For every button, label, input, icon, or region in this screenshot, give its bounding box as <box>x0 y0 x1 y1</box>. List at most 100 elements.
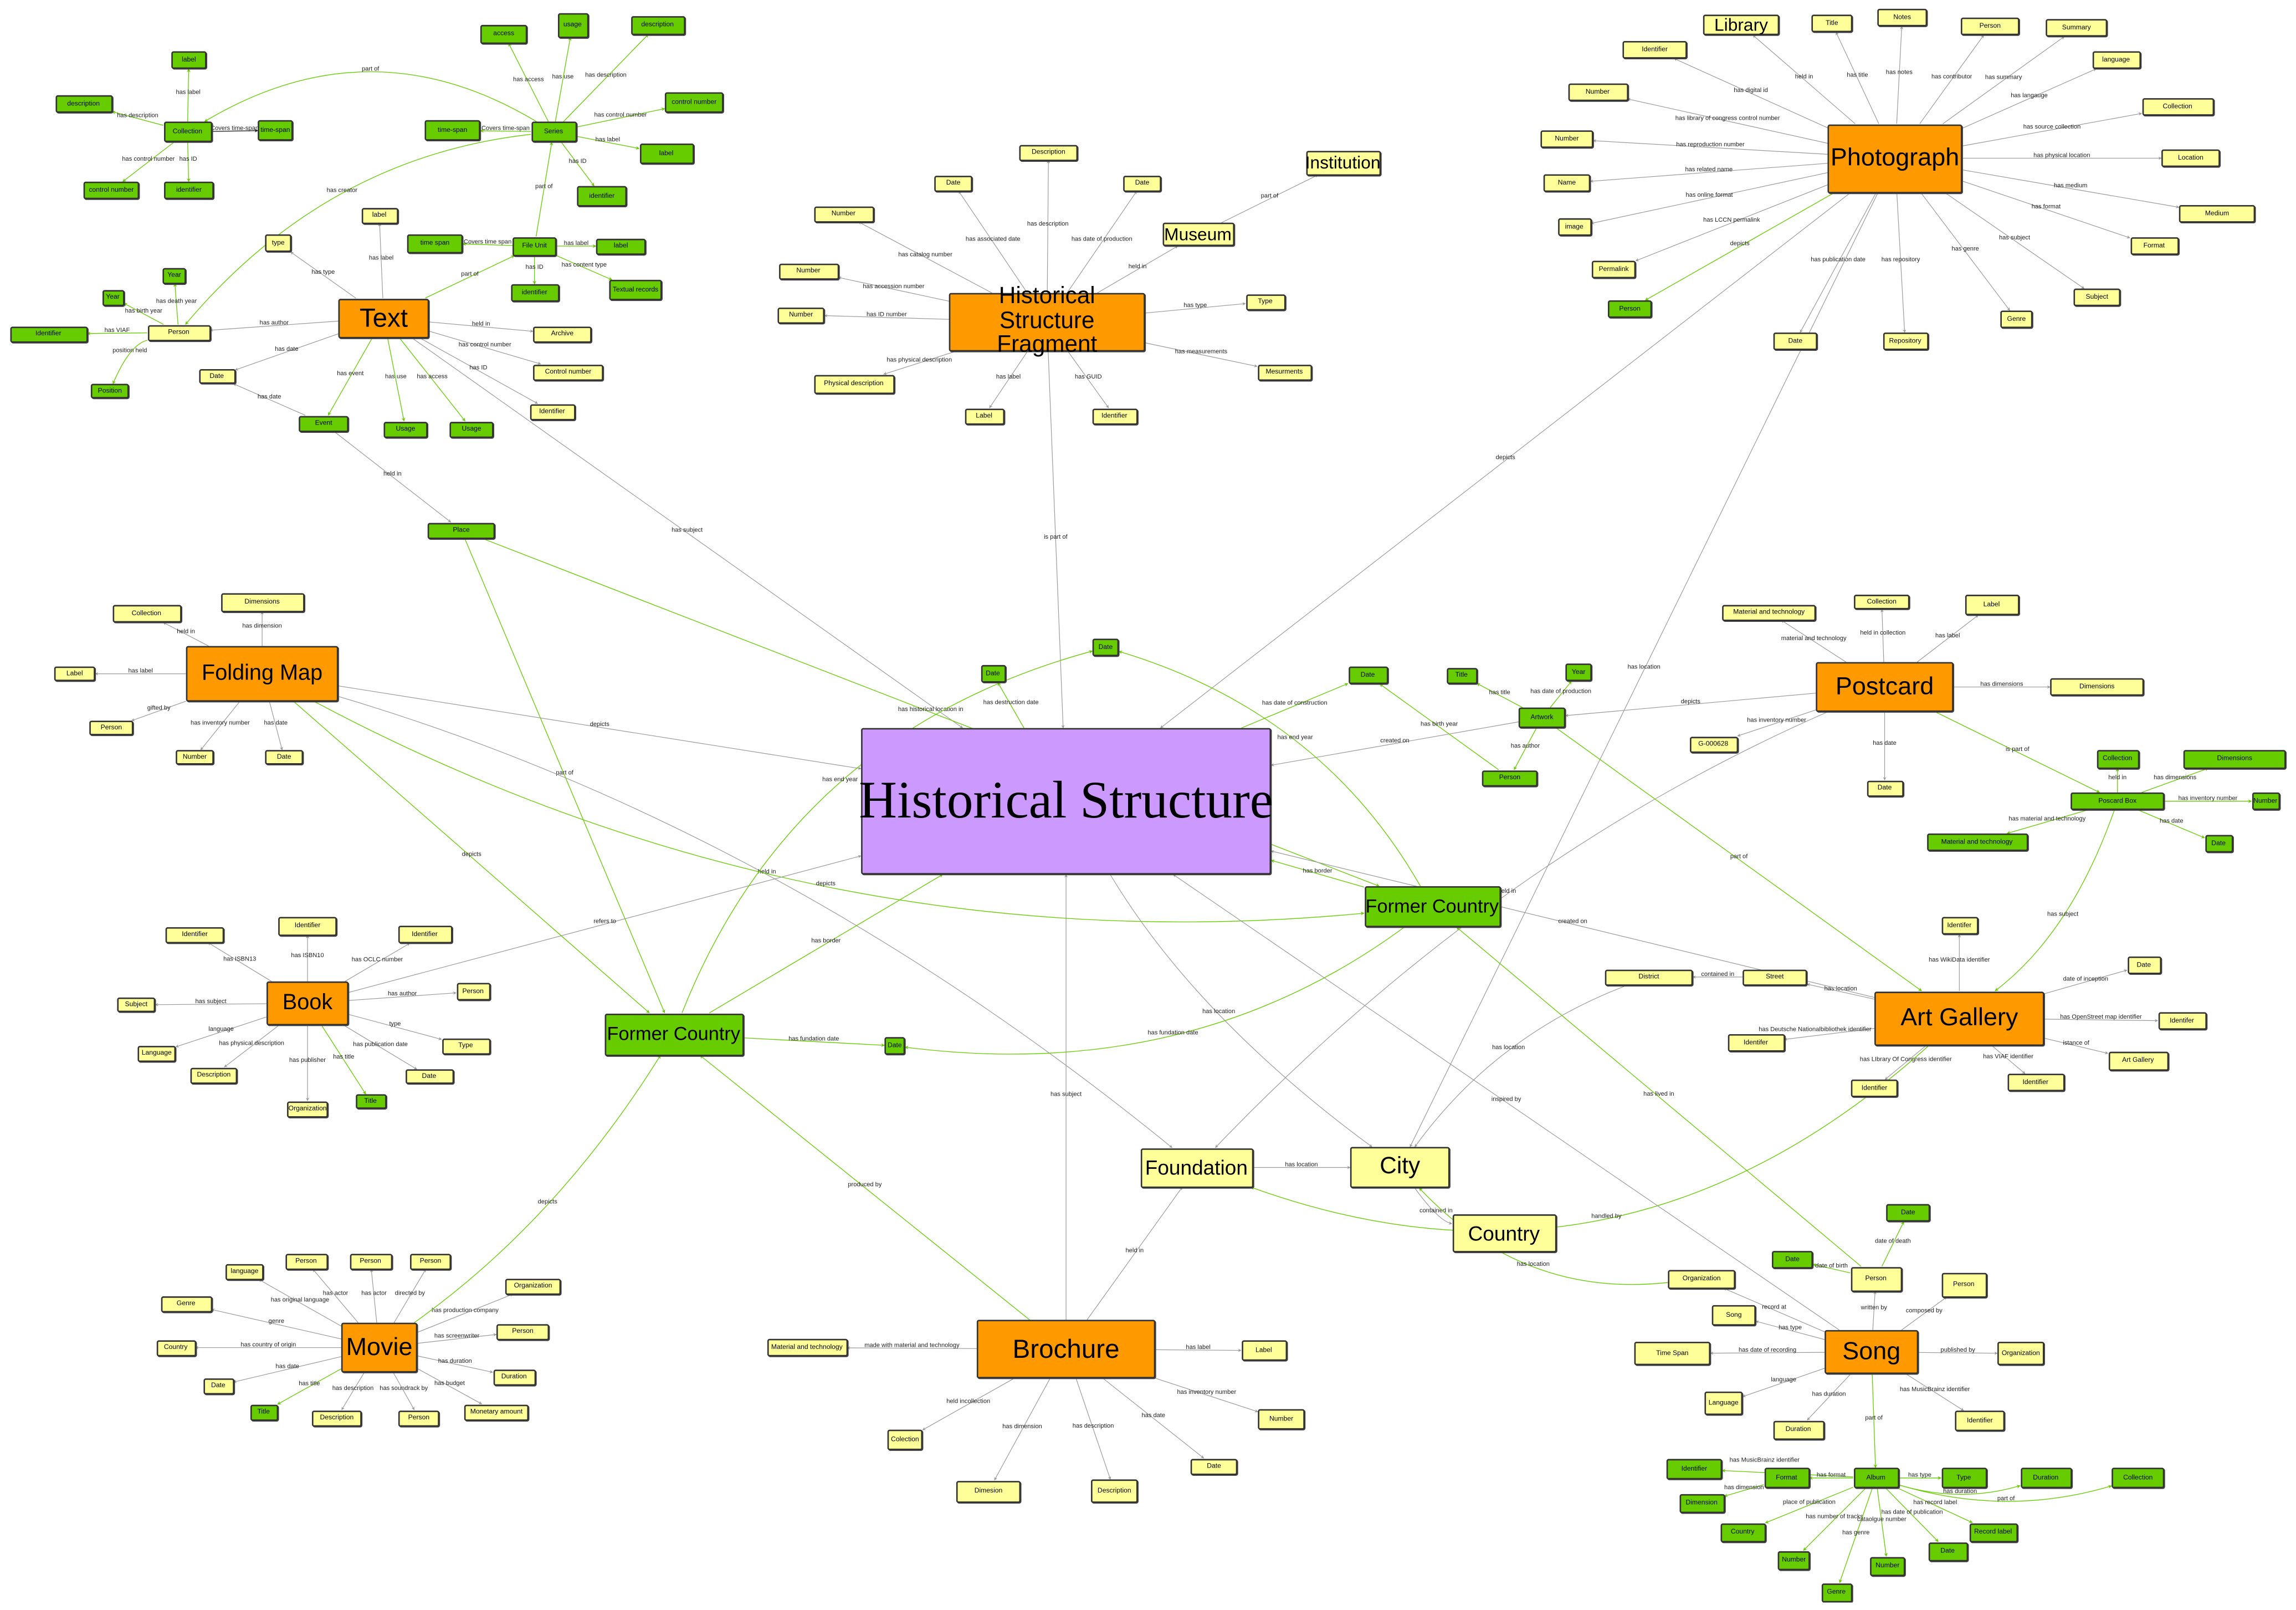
edge-label: has fundation date <box>1147 1029 1198 1036</box>
edge-has-digital-id <box>1674 58 1828 129</box>
node-label: Title <box>257 1407 270 1415</box>
edge-has-summary <box>1943 36 2065 124</box>
edge-label: has description <box>1027 221 1069 227</box>
edge-depicts <box>414 1055 661 1323</box>
edge-has-birth-year <box>1379 683 1499 770</box>
node-description: Description <box>311 1409 362 1426</box>
node-label: description <box>641 19 674 28</box>
edge-language <box>1742 1368 1825 1398</box>
edge-label: has birth year <box>1421 720 1458 727</box>
edge-has-date <box>2138 809 2205 839</box>
edge-label: has ID <box>469 365 487 371</box>
edge-istance-of <box>2044 1037 2109 1055</box>
node-label: Format <box>1776 1473 1797 1480</box>
edge-label: has actor <box>323 1290 348 1296</box>
node-control-number: Control number <box>533 364 603 380</box>
edge-refers-to <box>348 855 862 993</box>
edge-has-catalog-number <box>858 221 992 294</box>
edge-has-type <box>1755 1320 1825 1340</box>
edge-label: has dimension <box>1002 1423 1042 1430</box>
node-label: Organization <box>2001 1348 2040 1356</box>
node-label: Duration <box>501 1372 527 1379</box>
edge-label: has title <box>333 1054 354 1060</box>
node-person: Person <box>1608 300 1652 318</box>
node-label: Person <box>462 987 484 994</box>
edge-has-lccn-permalink <box>1635 185 1828 262</box>
node-former-country: Former Country <box>1364 886 1500 928</box>
node-description: Description <box>190 1067 238 1083</box>
node-label: Country <box>1468 1221 1540 1245</box>
node-label: Library <box>1714 14 1769 35</box>
edge-has-id <box>187 142 191 182</box>
node-language: Language <box>137 1045 176 1061</box>
node-label: Photograph <box>1830 144 1960 172</box>
edge-has-langauge <box>1962 68 2097 129</box>
edge-held-in <box>163 622 209 647</box>
node-label: Material and technology <box>1733 607 1805 615</box>
edge-label: Covers time-span <box>481 125 530 132</box>
node-person: Person <box>285 1253 327 1270</box>
node-label: Label <box>1964 595 2019 616</box>
edge-held-incollection <box>922 1378 1014 1430</box>
node-label: Number <box>1875 1561 1900 1568</box>
node-label: Colection <box>891 1435 919 1443</box>
edge-has-genre <box>1920 192 2010 311</box>
node-country: Country <box>1452 1214 1556 1253</box>
node-number: Number <box>1870 1556 1905 1576</box>
edge-label: depicts <box>590 721 610 728</box>
edge-label: published by <box>1941 1347 1976 1353</box>
node-library: Library <box>1703 14 1780 35</box>
node-label: Country <box>163 1342 188 1350</box>
edge-label: has source collection <box>2023 124 2081 130</box>
edge-date-of-birth <box>1812 1263 1851 1274</box>
node-label: Number <box>182 752 207 760</box>
edge-label: has number of tracks <box>1806 1513 1863 1520</box>
edge-label: has OpenStreet map identifier <box>2060 1014 2142 1020</box>
edge-label: cataolgue number <box>1857 1516 1906 1523</box>
node-person: Person <box>456 983 490 1001</box>
node-label: Physical description <box>824 379 884 386</box>
edge-has-date-of-recording <box>1710 1351 1825 1355</box>
edge-label: has fundation date <box>788 1035 839 1042</box>
node-collection: Collection <box>112 605 181 623</box>
edge-label: has date of publication <box>1882 1509 1943 1515</box>
node-dimensions: Dimensions <box>2050 678 2144 696</box>
node-label: Person <box>295 1256 317 1264</box>
edge-part-of <box>464 538 665 1014</box>
edge-has-isbn13 <box>207 942 272 982</box>
edge-has-id <box>419 337 538 404</box>
edge-label: has creator <box>327 187 358 194</box>
edge-label: has dimensions <box>1980 681 2023 687</box>
edge-label: has ID number <box>867 311 907 318</box>
edge-has-title <box>321 1025 366 1095</box>
node-former-country: Former Country <box>604 1013 744 1056</box>
node-label: Number <box>2253 796 2278 804</box>
edge-label: has label <box>369 254 393 261</box>
edge-has-birth-year <box>123 303 164 325</box>
node-type: type <box>265 234 291 252</box>
node-label: Date <box>1098 642 1113 650</box>
edge-has-label <box>989 351 1028 408</box>
edge-has-inventory-number <box>1737 709 1816 737</box>
edge-label: has actor <box>361 1290 387 1296</box>
edge-has-control-number <box>576 108 665 127</box>
edge-has-id-number <box>824 314 949 320</box>
node-label: label <box>182 55 196 63</box>
node-label: Historical Structure Fragment <box>997 284 1098 358</box>
edge-label: part of <box>1997 1495 2015 1502</box>
node-genre: Genre <box>2000 310 2033 329</box>
node-notes: Notes <box>1877 8 1928 27</box>
edge-has-title <box>1476 683 1523 708</box>
edge-has-description <box>111 110 163 126</box>
edge-has-date-of-production <box>1067 191 1137 293</box>
edge-has-soundrack-by <box>393 1372 415 1410</box>
node-organization: Organization <box>1668 1269 1735 1289</box>
node-description: Description <box>1091 1479 1138 1503</box>
node-identifier: Identifier <box>1091 408 1137 425</box>
edge-label: contained in <box>1419 1207 1453 1214</box>
node-archive: Archive <box>533 326 592 343</box>
node-identifier: Identifier <box>1851 1079 1898 1097</box>
node-label: Title <box>364 1096 377 1104</box>
edge-has-number-of-tracks <box>1803 1488 1866 1551</box>
node-identifier: identifier <box>510 284 559 302</box>
